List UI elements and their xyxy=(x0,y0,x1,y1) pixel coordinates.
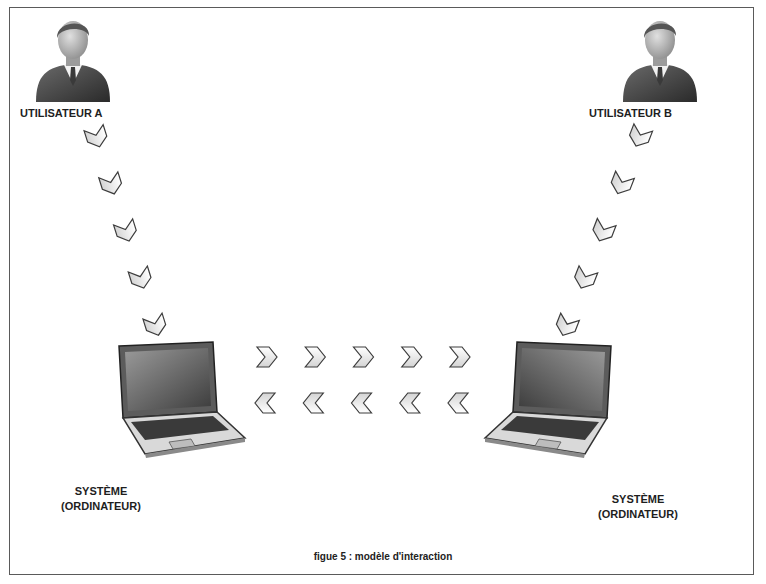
node-label: UTILISATEUR A xyxy=(20,106,150,121)
node-label: SYSTÈME (ORDINATEUR) xyxy=(593,492,683,522)
figure-caption: figue 5 : modèle d'interaction xyxy=(0,551,766,562)
person-icon xyxy=(28,14,118,102)
chevron-arrow xyxy=(257,347,470,367)
laptop-icon xyxy=(105,340,255,460)
node-label: UTILISATEUR B xyxy=(589,106,719,121)
system-node: SYSTÈME (ORDINATEUR) xyxy=(50,340,250,514)
system-node: SYSTÈME (ORDINATEUR) xyxy=(475,340,690,522)
chevron-arrow xyxy=(255,393,468,413)
user-node: UTILISATEUR A xyxy=(20,14,150,121)
person-icon xyxy=(615,14,705,102)
node-label: SYSTÈME (ORDINATEUR) xyxy=(56,484,146,514)
user-node: UTILISATEUR B xyxy=(585,14,720,121)
laptop-icon xyxy=(475,340,625,460)
chevron-arrow xyxy=(553,124,652,339)
chevron-arrow xyxy=(84,125,168,338)
